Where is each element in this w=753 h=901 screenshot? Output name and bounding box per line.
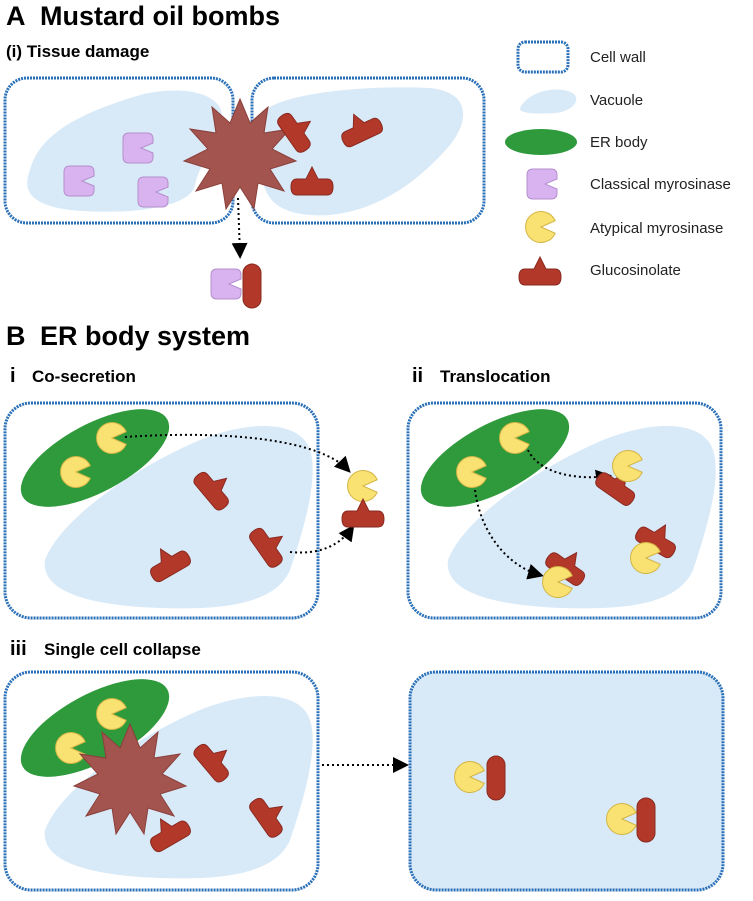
arrow <box>124 433 351 473</box>
legend-cell-wall-label: Cell wall <box>590 49 646 66</box>
legend-er-body-label: ER body <box>590 134 648 151</box>
legend-glucosinolate-label: Glucosinolate <box>590 262 681 279</box>
arrow <box>474 489 544 580</box>
arrow <box>231 197 248 259</box>
glucosinolate-icon <box>242 263 262 309</box>
panel-a-letter: A <box>6 1 26 31</box>
legend-glucosinolate-icon <box>518 256 562 286</box>
legend: Cell wall Vacuole ER body Classical myro… <box>505 40 731 286</box>
panel-b-ii-cell <box>406 401 723 620</box>
panel-b-title: ER body system <box>40 321 250 351</box>
legend-classical-myrosinase-label: Classical myrosinase <box>590 176 731 193</box>
panel-a-cell-left <box>3 76 235 225</box>
legend-vacuole-swatch <box>519 89 577 114</box>
panel-b-letter: B <box>6 321 26 351</box>
legend-classical-myrosinase-icon <box>526 168 558 200</box>
legend-vacuole-label: Vacuole <box>590 92 643 109</box>
panel-a-title: Mustard oil bombs <box>40 1 280 31</box>
panel-b-sub-iii-numeral: iii <box>10 638 27 660</box>
glucosinolate-icon <box>486 755 506 801</box>
panel-b-i-cell <box>3 401 320 620</box>
atypical-myrosinase-icon <box>347 470 378 502</box>
panel-b-sub-iii-label: Single cell collapse <box>44 640 201 659</box>
glucosinolate-icon <box>341 498 385 528</box>
legend-atypical-myrosinase-icon <box>525 211 556 243</box>
panel-b-sub-ii-numeral: ii <box>412 365 423 387</box>
panel-b-sub-i-numeral: i <box>10 365 16 387</box>
classical-myrosinase-icon <box>210 268 242 300</box>
glucosinolate-icon <box>636 797 656 843</box>
panel-a-cell-right <box>250 76 486 225</box>
legend-atypical-myrosinase-label: Atypical myrosinase <box>590 220 723 237</box>
legend-er-body-swatch <box>505 129 577 155</box>
legend-cell-wall-swatch <box>516 40 570 74</box>
panel-b-sub-ii-label: Translocation <box>440 367 551 386</box>
panel-b-sub-i-label: Co-secretion <box>32 367 136 386</box>
panel-a-subtitle: (i) Tissue damage <box>6 42 149 61</box>
